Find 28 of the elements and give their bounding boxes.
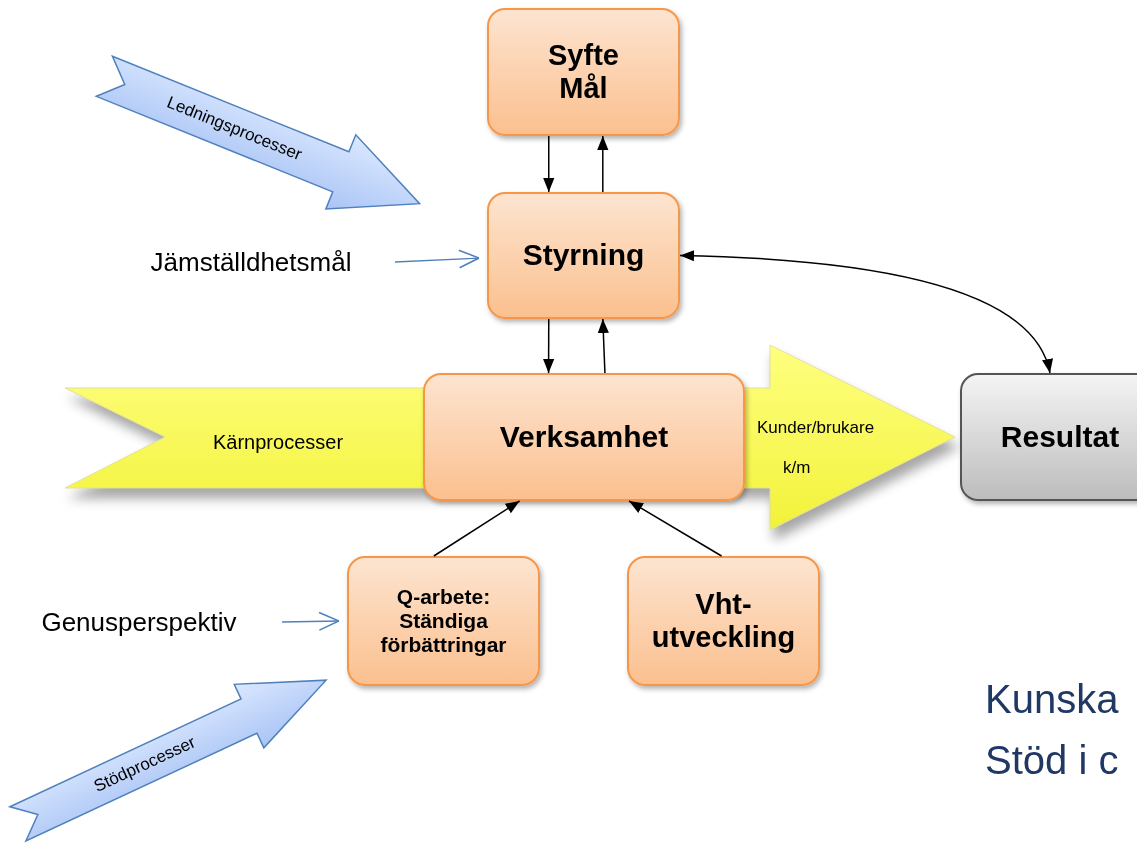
- arrow: [281, 611, 340, 631]
- box-label: Syfte Mål: [547, 38, 620, 106]
- input-label: Jämställdhetsmål: [150, 246, 352, 278]
- arrow: [433, 500, 521, 557]
- slide-text: Kunska: [985, 677, 1119, 722]
- arrow: [628, 500, 723, 557]
- process-box: [627, 556, 820, 686]
- arrow: [679, 250, 1052, 374]
- box-label: Q-arbete: Ständiga förbättringar: [379, 584, 508, 658]
- process-box: [347, 556, 540, 686]
- arrow: [543, 318, 555, 374]
- box-label: Vht- utveckling: [650, 587, 797, 655]
- arrow: [543, 135, 555, 193]
- arrow-label: Kunder/brukare: [757, 418, 875, 438]
- block-arrow: [65, 345, 955, 530]
- arrow-label: k/m: [783, 458, 811, 478]
- arrow: [597, 135, 609, 193]
- input-label: Genusperspektiv: [41, 606, 237, 638]
- arrow: [597, 318, 609, 374]
- box-label: Styrning: [522, 238, 645, 273]
- process-box: [487, 192, 680, 319]
- process-box: [487, 8, 680, 136]
- slide-text: Stöd i c: [985, 738, 1119, 783]
- arrow-label: Kärnprocesser: [213, 430, 344, 454]
- box-label: Resultat: [1000, 419, 1120, 455]
- box-label: Verksamhet: [499, 419, 669, 455]
- arrow: [394, 249, 480, 269]
- process-box: [960, 373, 1137, 501]
